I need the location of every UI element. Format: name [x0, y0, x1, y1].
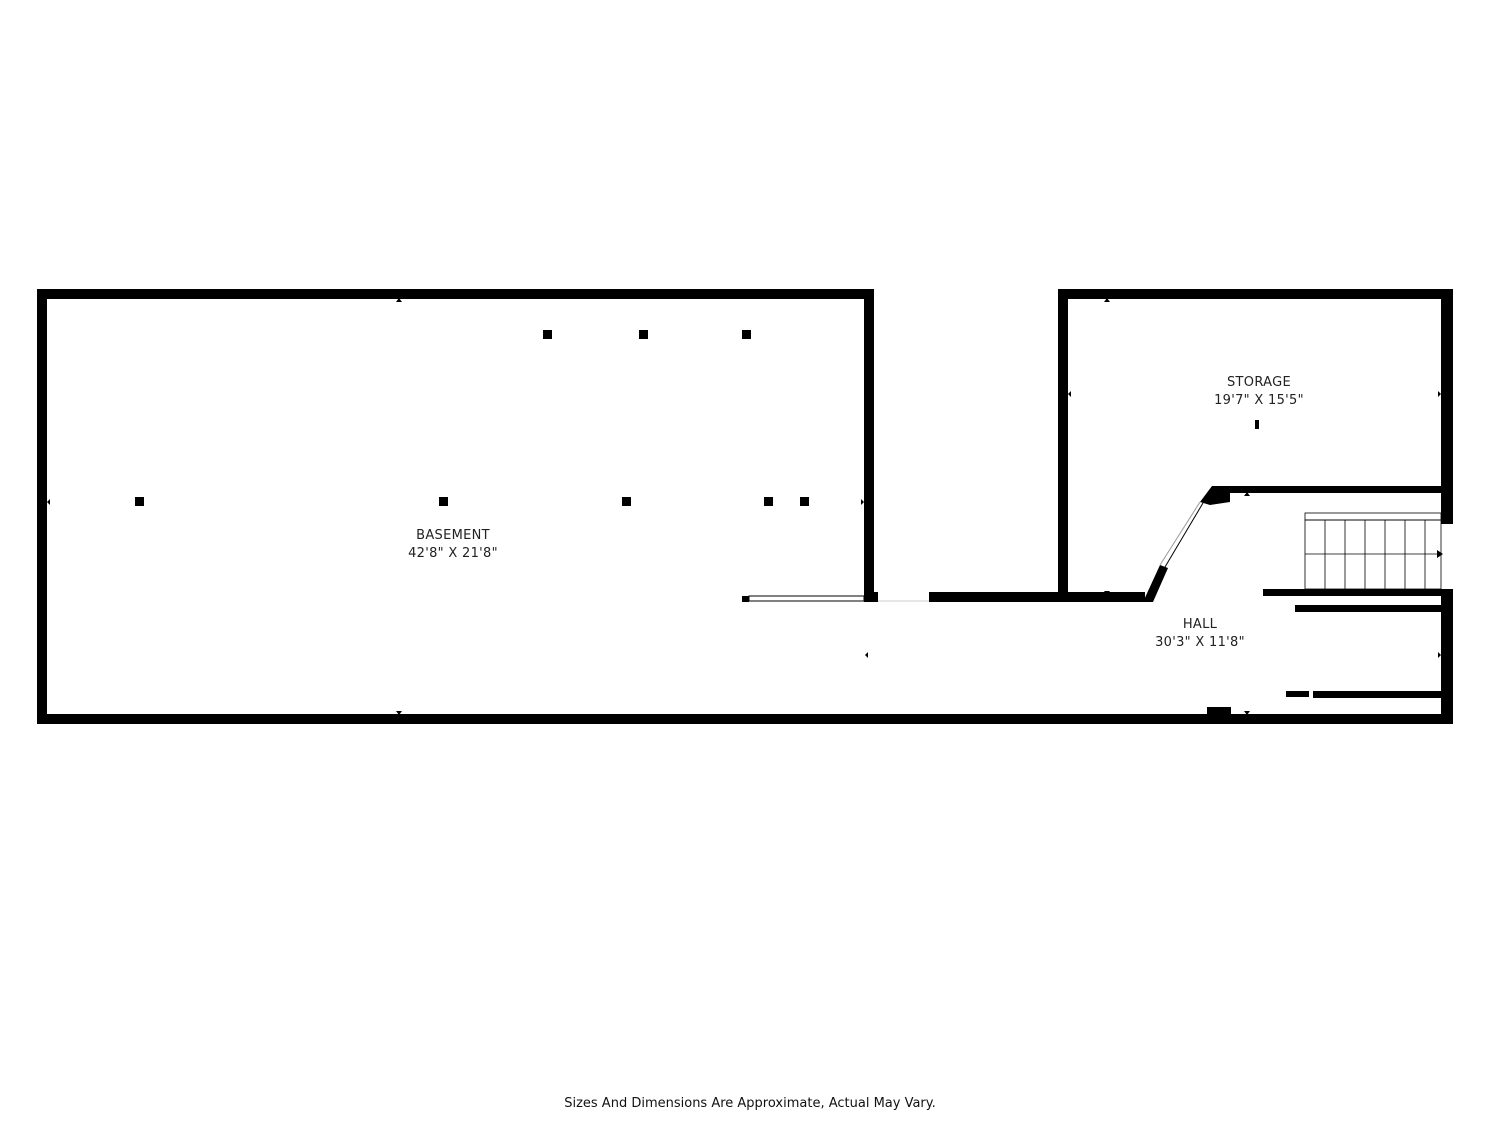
storage-name: STORAGE [1227, 375, 1291, 390]
basement-window [748, 595, 865, 602]
dimension-markers [47, 298, 1441, 715]
closet-top-wall [1295, 605, 1453, 612]
storage-right-wall [1441, 289, 1453, 491]
pillar [639, 330, 648, 339]
storage-top-wall [1058, 289, 1453, 299]
right-wall-upper [1441, 486, 1453, 524]
basement-label: BASEMENT 42'8" X 21'8" [408, 527, 498, 563]
disclaimer-text: Sizes And Dimensions Are Approximate, Ac… [564, 1096, 936, 1111]
stair-bottom-wall [1263, 589, 1453, 596]
bottom-wall [37, 714, 1453, 724]
basement-right-wall [864, 289, 874, 601]
basement-name: BASEMENT [416, 528, 490, 543]
diagonal-window-line-1 [1164, 502, 1204, 568]
pillar [543, 330, 552, 339]
hall-label: HALL 30'3" X 11'8" [1155, 616, 1245, 652]
closet-bottom-wall [1313, 691, 1453, 698]
pillar [622, 497, 631, 506]
basement-left-wall [37, 289, 47, 724]
openings [748, 501, 1204, 602]
diagonal-wall-lower [1143, 565, 1168, 602]
diagonal-window-line-2 [1159, 501, 1201, 566]
storage-bottom-wall [1212, 486, 1453, 493]
stair-handrail [1304, 512, 1442, 521]
mid-wall [929, 592, 1145, 602]
closet-door-stub [1286, 691, 1309, 697]
hall-name: HALL [1182, 617, 1218, 632]
walls [37, 289, 1453, 724]
hall-dimensions: 30'3" X 11'8" [1155, 635, 1245, 650]
right-wall-lower [1441, 590, 1453, 724]
basement-dimensions: 42'8" X 21'8" [408, 546, 498, 561]
storage-left-wall [1058, 289, 1068, 601]
staircase [1304, 512, 1442, 590]
stair-arrow-icon [1437, 550, 1443, 558]
storage-label: STORAGE 19'7" X 15'5" [1214, 374, 1304, 410]
basement-top-wall [37, 289, 874, 299]
storage-dimensions: 19'7" X 15'5" [1214, 393, 1304, 408]
pillar [800, 497, 809, 506]
pillar [742, 330, 751, 339]
basement-door-stub [742, 596, 749, 602]
pillar [439, 497, 448, 506]
pillar [135, 497, 144, 506]
mid-wall-left-stub [864, 592, 878, 602]
storage-post [1255, 420, 1259, 429]
hall-bottom-bump [1207, 707, 1231, 715]
pillar [764, 497, 773, 506]
